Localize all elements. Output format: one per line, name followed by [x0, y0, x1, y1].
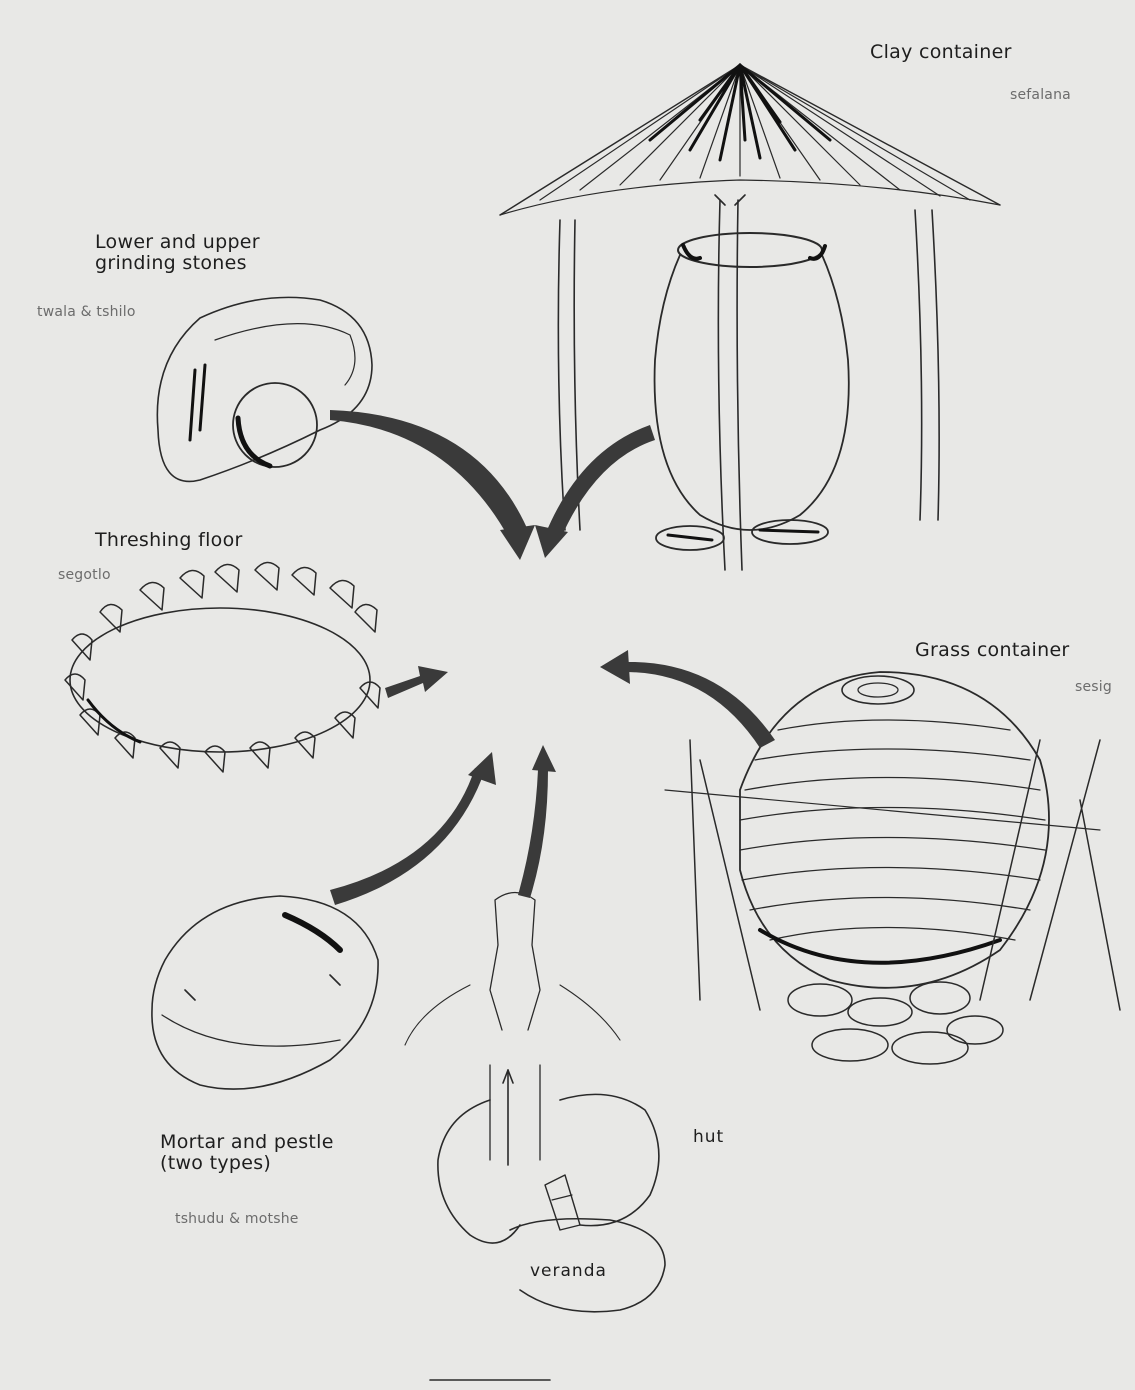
grass-container-illustration: [665, 672, 1120, 1064]
arrow-from-grinding-stones: [330, 410, 530, 540]
arrow-from-hut: [518, 770, 548, 898]
label-grass-container-local: sesig: [1075, 680, 1112, 696]
label-clay-container: Clay container: [870, 42, 1012, 63]
flow-arrows: [330, 410, 775, 905]
thatch-roof: [500, 65, 1000, 215]
label-mortar-pestle: Mortar and pestle (two types): [160, 1132, 334, 1175]
arrow-from-mortar: [330, 768, 485, 905]
arrowhead-hut: [532, 745, 556, 772]
arrow-from-grass-container: [625, 662, 775, 748]
arrowhead-grinding: [500, 525, 535, 560]
mortar-pestle-illustration: [152, 896, 378, 1089]
hut-veranda-illustration: [405, 893, 665, 1312]
label-clay-container-local: sefalana: [1010, 88, 1071, 104]
label-threshing-floor-local: segotlo: [58, 568, 111, 584]
arrow-from-threshing-floor: [385, 666, 448, 698]
label-threshing-floor: Threshing floor: [95, 530, 243, 551]
clay-pot: [655, 233, 849, 530]
label-grass-container: Grass container: [915, 640, 1070, 661]
label-veranda: veranda: [530, 1262, 607, 1281]
shelter-poles: [558, 195, 939, 570]
label-mortar-pestle-local: tshudu & motshe: [175, 1212, 299, 1228]
grinding-stones-illustration: [157, 297, 372, 481]
label-grinding-stones: Lower and upper grinding stones: [95, 232, 260, 275]
label-grinding-stones-local: twala & tshilo: [37, 305, 136, 321]
threshing-floor-illustration: [65, 562, 380, 772]
label-hut: hut: [693, 1128, 724, 1147]
arrowhead-grass: [600, 650, 630, 684]
pot-stones: [656, 520, 828, 550]
